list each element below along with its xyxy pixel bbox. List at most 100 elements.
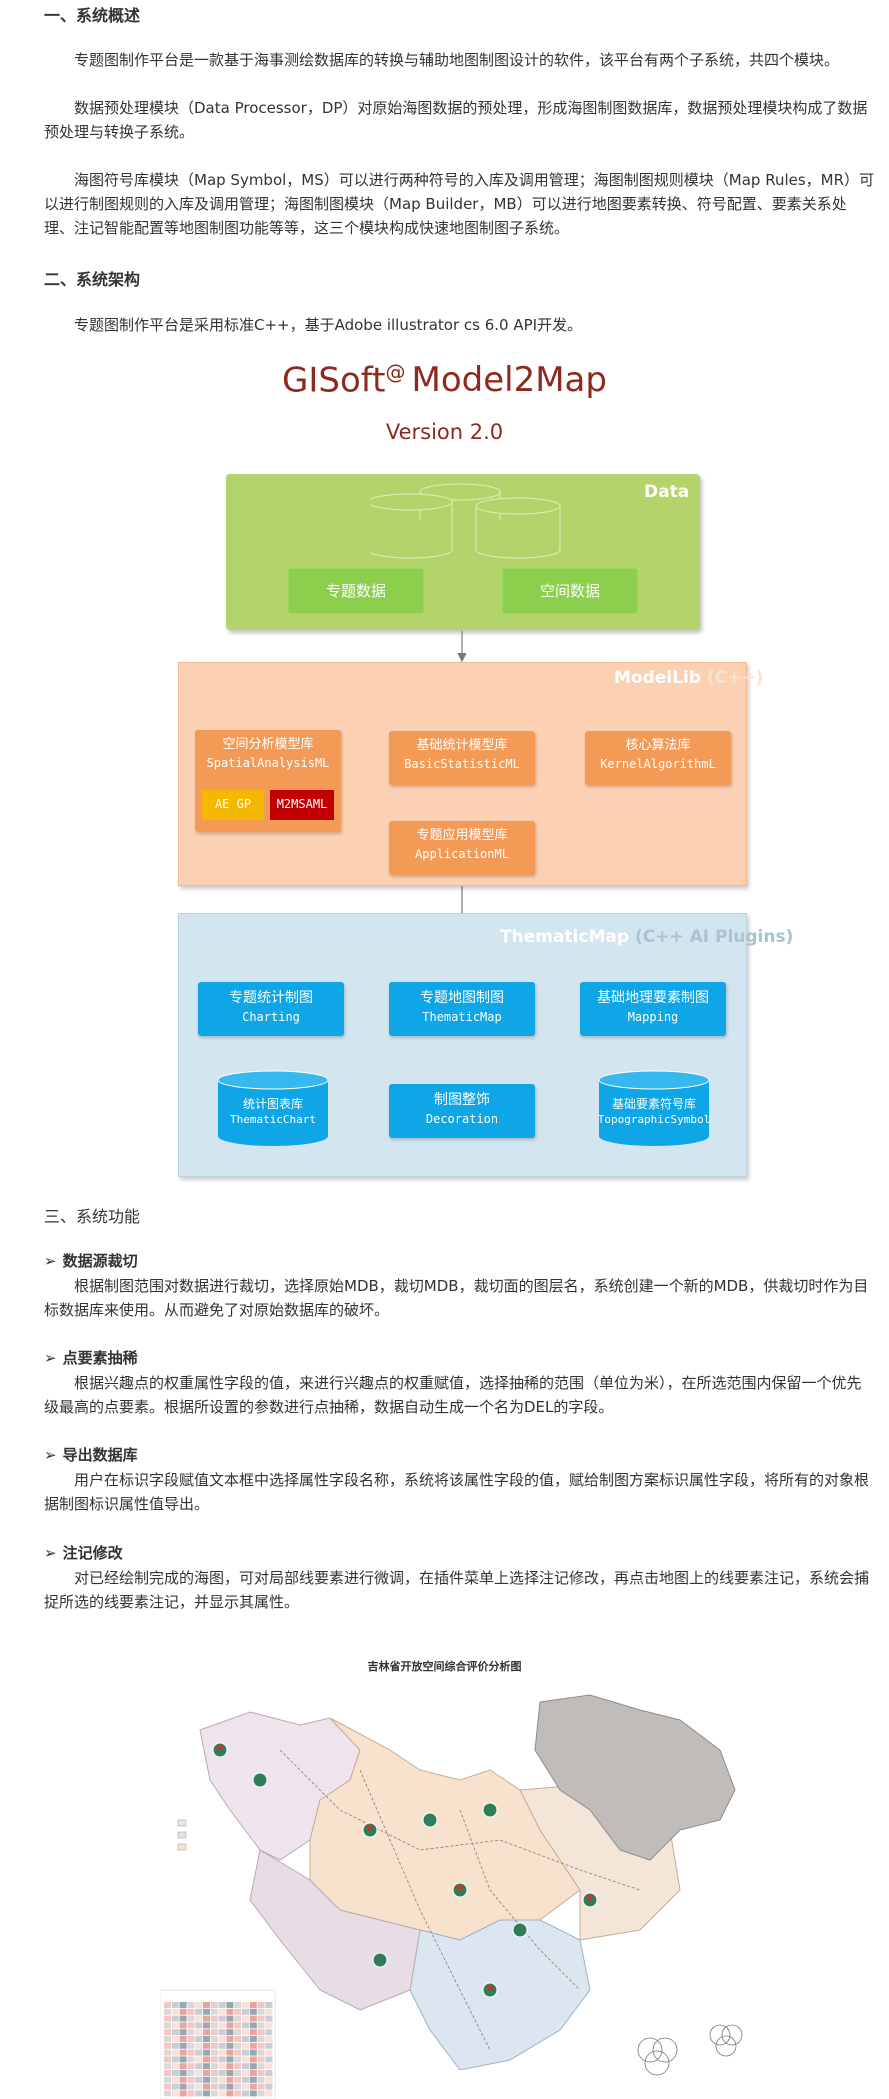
matrix-cell — [187, 2015, 195, 2022]
matrix-cell — [164, 2008, 171, 2015]
matrix-cell — [164, 2063, 171, 2070]
thematic-data-button[interactable]: 专题数据 — [288, 568, 424, 614]
matrix-cell — [210, 2015, 218, 2022]
function-text-4: 对已经绘制完成的海图，可对局部线要素进行微调，在插件菜单上选择注记修改，再点击地… — [44, 1569, 870, 1611]
diagram-version: Version 2.0 — [385, 420, 504, 444]
matrix-cell — [210, 2083, 218, 2090]
matrix-cell — [218, 2076, 226, 2083]
matrix-cell — [210, 2076, 218, 2083]
matrix-cell — [171, 2076, 179, 2083]
spatial-data-button[interactable]: 空间数据 — [502, 568, 638, 614]
overview-paragraph-1: 专题图制作平台是一款基于海事测绘数据库的转换与辅助地图制图设计的软件，该平台有两… — [74, 51, 840, 69]
matrix-cell — [171, 2090, 179, 2097]
chart-library[interactable]: 统计图表库 ThematicChart — [229, 1097, 317, 1126]
matrix-cell — [187, 2070, 195, 2076]
mapping-module[interactable]: 基础地理要素制图 Mapping — [580, 982, 726, 1036]
matrix-cell — [226, 2029, 234, 2036]
matrix-cell — [210, 2070, 218, 2076]
matrix-cell — [179, 2015, 187, 2022]
overview-paragraph-2: 数据预处理模块（Data Processor，DP）对原始海图数据的预处理，形成… — [44, 99, 868, 141]
kernel-algorithm-library[interactable]: 核心算法库 KernelAlgorithmL — [585, 731, 731, 785]
matrix-cell — [265, 2056, 273, 2063]
matrix-cell — [257, 2049, 265, 2056]
matrix-cell — [226, 2036, 234, 2042]
matrix-cell — [187, 2002, 195, 2008]
data-region-label: Data — [644, 482, 690, 502]
matrix-cell — [265, 2090, 273, 2097]
m2msaml-tag[interactable]: M2MSAML — [270, 790, 334, 820]
matrix-cell — [195, 2056, 203, 2063]
matrix-cell — [210, 2022, 218, 2029]
chart-library-cylinder-icon — [217, 1070, 329, 1146]
matrix-cell — [257, 2063, 265, 2070]
matrix-cell — [164, 2076, 171, 2083]
function-title-4: ➢注记修改 — [44, 1544, 123, 1562]
matrix-cell — [203, 2002, 210, 2008]
matrix-cell — [164, 2070, 171, 2076]
matrix-cell — [203, 2022, 210, 2029]
ae-gp-tag[interactable]: AE GP — [202, 790, 264, 820]
matrix-cell — [249, 2042, 257, 2049]
matrix-cell — [187, 2083, 195, 2090]
matrix-cell — [218, 2049, 226, 2056]
matrix-cell — [171, 2002, 179, 2008]
topographic-symbol-library[interactable]: 基础要素符号库 TopographicSymbol — [597, 1097, 711, 1126]
database-icon — [370, 483, 561, 559]
matrix-cell — [164, 2029, 171, 2036]
matrix-cell — [249, 2015, 257, 2022]
matrix-cell — [242, 2036, 249, 2042]
matrix-cell — [164, 2036, 171, 2042]
matrix-cell — [203, 2063, 210, 2070]
matrix-cell — [195, 2015, 203, 2022]
matrix-cell — [203, 2056, 210, 2063]
matrix-cell — [218, 2090, 226, 2097]
matrix-cell — [187, 2090, 195, 2097]
matrix-cell — [234, 2056, 242, 2063]
matrix-cell — [179, 2076, 187, 2083]
diagram-title: GISoft@Model2Map — [282, 360, 607, 401]
matrix-cell — [195, 2076, 203, 2083]
matrix-cell — [234, 2029, 242, 2036]
decoration-module[interactable]: 制图整饰 Decoration — [389, 1084, 535, 1138]
matrix-cell — [210, 2029, 218, 2036]
matrix-cell — [226, 2076, 234, 2083]
matrix-cell — [257, 2036, 265, 2042]
matrix-cell — [249, 2076, 257, 2083]
matrix-cell — [171, 2063, 179, 2070]
matrix-cell — [187, 2056, 195, 2063]
matrix-cell — [257, 2002, 265, 2008]
thematicmap-module[interactable]: 专题地图制图 ThematicMap — [389, 982, 535, 1036]
matrix-cell — [164, 2042, 171, 2049]
matrix-cell — [234, 2049, 242, 2056]
matrix-cell — [242, 2090, 249, 2097]
matrix-cell — [265, 2083, 273, 2090]
matrix-cell — [210, 2090, 218, 2097]
matrix-cell — [226, 2049, 234, 2056]
matrix-cell — [234, 2008, 242, 2015]
matrix-cell — [195, 2090, 203, 2097]
matrix-cell — [179, 2049, 187, 2056]
matrix-cell — [226, 2083, 234, 2090]
matrix-cell — [265, 2022, 273, 2029]
matrix-cell — [195, 2063, 203, 2070]
matrix-cell — [210, 2042, 218, 2049]
charting-module[interactable]: 专题统计制图 Charting — [198, 982, 344, 1036]
matrix-cell — [195, 2008, 203, 2015]
matrix-cell — [242, 2015, 249, 2022]
matrix-cell — [171, 2036, 179, 2042]
basic-statistic-model-library[interactable]: 基础统计模型库 BasicStatisticML — [389, 731, 535, 785]
matrix-cell — [265, 2002, 273, 2008]
matrix-cell — [226, 2090, 234, 2097]
application-model-library[interactable]: 专题应用模型库 ApplicationML — [389, 821, 535, 875]
modellib-region-label: ModelLib (C++) — [614, 668, 764, 688]
matrix-cell — [257, 2056, 265, 2063]
matrix-cell — [171, 2056, 179, 2063]
matrix-cell — [226, 2042, 234, 2049]
matrix-cell — [187, 2029, 195, 2036]
matrix-cell — [234, 2090, 242, 2097]
matrix-cell — [226, 2002, 234, 2008]
function-title-3: ➢导出数据库 — [44, 1446, 138, 1464]
matrix-cell — [226, 2008, 234, 2015]
matrix-cell — [210, 2036, 218, 2042]
